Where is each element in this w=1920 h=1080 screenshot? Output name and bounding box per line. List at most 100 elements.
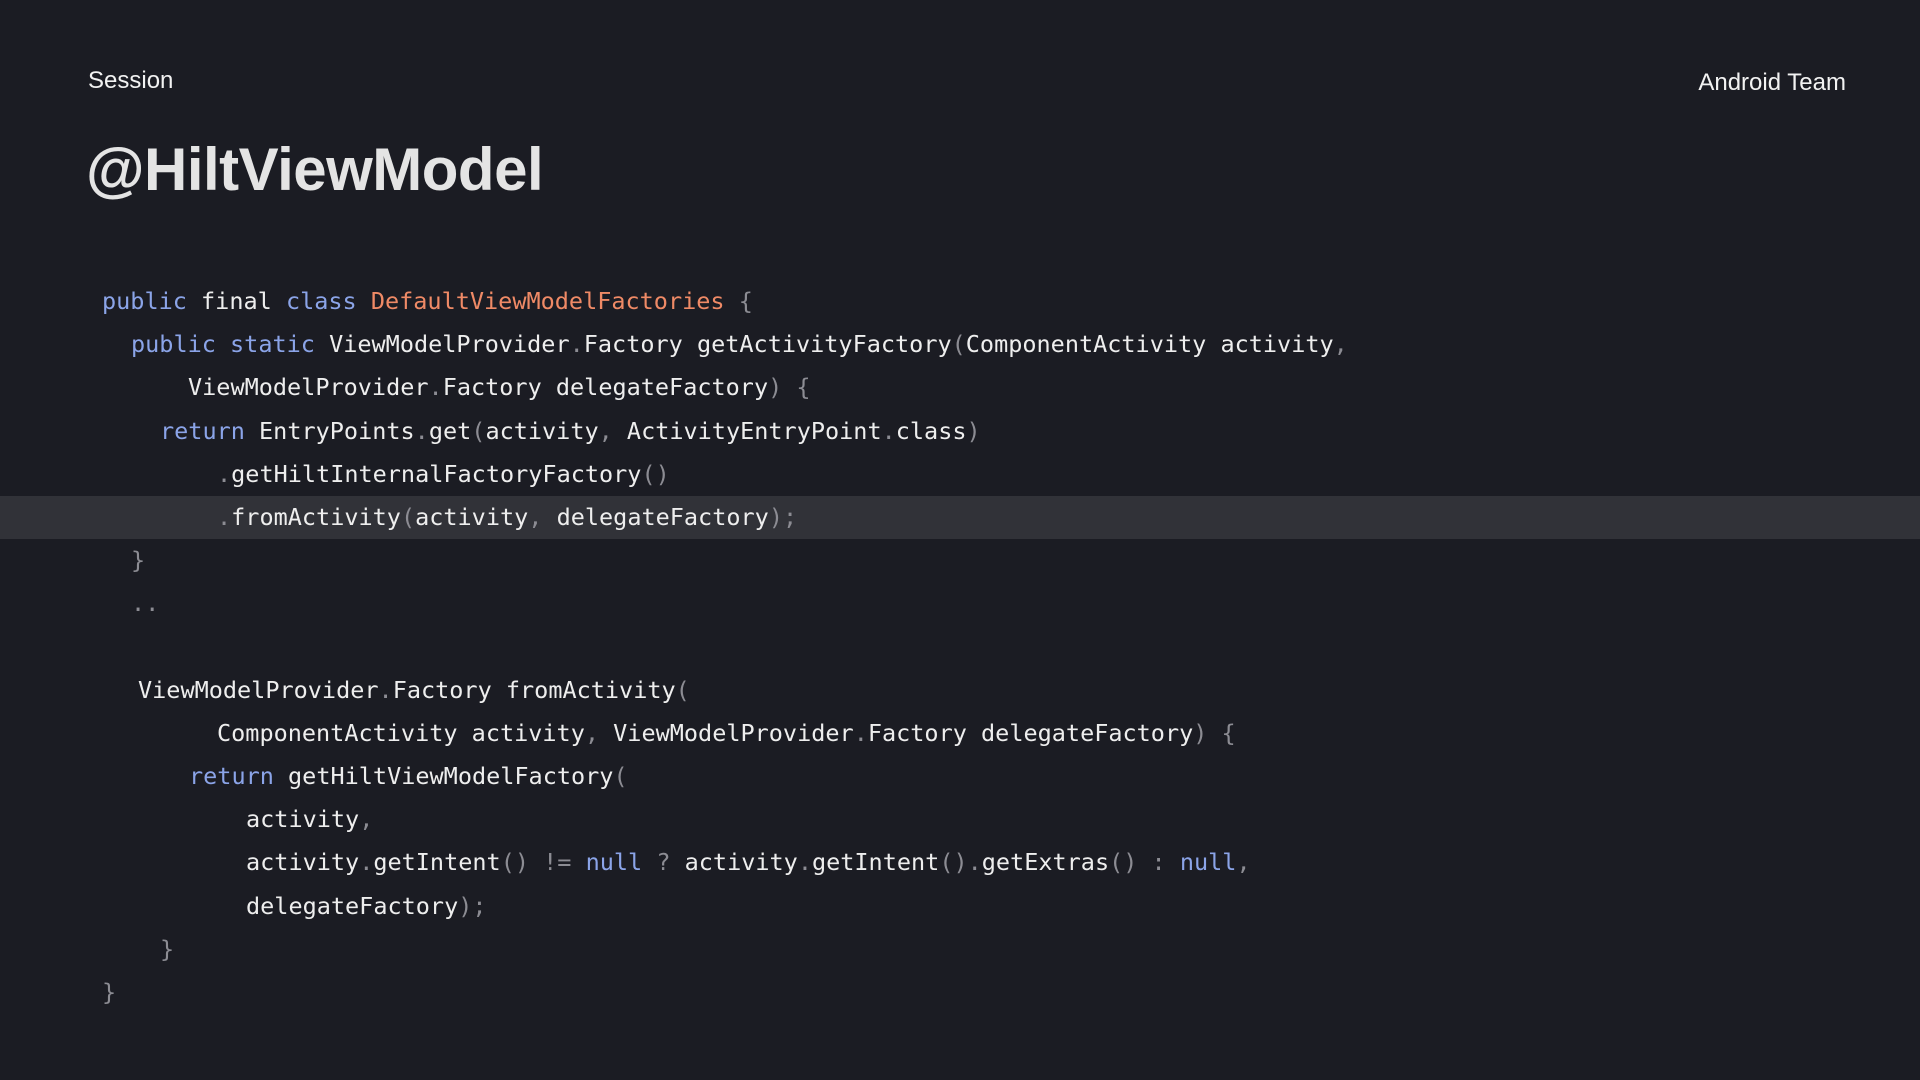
code-token: ,: [584, 718, 614, 747]
code-token: activity: [485, 416, 599, 445]
code-token: .: [378, 675, 393, 704]
code-token: ,: [1333, 330, 1348, 359]
code-token: .: [217, 459, 232, 488]
code-token: public: [102, 287, 187, 315]
code-token: delegateFactory: [556, 502, 769, 531]
code-token: ,: [1236, 848, 1251, 877]
code-token: public static: [131, 330, 315, 359]
code-token: ComponentActivity activity: [217, 718, 585, 747]
code-token: ().: [939, 848, 982, 877]
code-line: return getHiltViewModelFactory(: [0, 755, 1920, 798]
code-token: DefaultViewModelFactories: [370, 287, 725, 315]
code-token: ): [966, 416, 981, 445]
code-token: );: [768, 502, 798, 531]
code-line: public final class DefaultViewModelFacto…: [0, 280, 1920, 323]
code-token: ?: [642, 848, 685, 877]
code-token: ,: [359, 805, 374, 834]
code-token: ComponentActivity activity: [965, 330, 1334, 359]
code-token: ViewModelProvider: [188, 373, 429, 402]
code-token: get: [428, 416, 472, 445]
code-token: activity: [684, 848, 798, 877]
code-token: getIntent: [811, 848, 940, 877]
code-token: fromActivity: [231, 502, 401, 531]
code-token: () !=: [500, 848, 586, 877]
code-token: .: [217, 502, 232, 531]
code-line-text: delegateFactory);: [246, 885, 487, 928]
code-token: getIntent: [373, 848, 501, 877]
code-line: ..: [0, 582, 1920, 625]
code-token: return: [160, 416, 245, 445]
code-token: ,: [598, 416, 627, 445]
code-line-text: activity.getIntent() != null ? activity.…: [246, 841, 1251, 884]
code-token: (: [613, 762, 628, 791]
code-line-text: return EntryPoints.get(activity, Activit…: [160, 410, 981, 453]
code-token: ViewModelProvider: [138, 675, 379, 704]
code-line-text: ComponentActivity activity, ViewModelPro…: [217, 712, 1236, 755]
code-token: }: [160, 934, 175, 963]
code-token: (: [471, 416, 486, 445]
code-line: ViewModelProvider.Factory delegateFactor…: [0, 366, 1920, 409]
code-line-text: public final class DefaultViewModelFacto…: [102, 280, 753, 323]
highlighted-code-line: .fromActivity(activity, delegateFactory)…: [0, 495, 1920, 540]
code-token: getHiltViewModelFactory: [273, 762, 614, 791]
code-token: activity: [246, 848, 360, 877]
code-token: class: [895, 416, 967, 445]
code-line-text: }: [160, 928, 174, 971]
code-token: () :: [1109, 848, 1180, 877]
code-token: Factory getActivityFactory: [583, 330, 952, 359]
code-line: return EntryPoints.get(activity, Activit…: [0, 410, 1920, 453]
code-token: [357, 287, 371, 315]
code-token: }: [131, 546, 146, 575]
code-token: ) {: [1193, 718, 1236, 747]
slide-title: @HiltViewModel: [86, 136, 544, 203]
code-token: (: [400, 502, 416, 531]
code-line: .getHiltInternalFactoryFactory(): [0, 453, 1920, 496]
code-token: class: [285, 287, 357, 315]
code-token: Factory delegateFactory: [867, 718, 1194, 747]
code-token: ViewModelProvider: [314, 330, 570, 359]
code-token: ,: [528, 502, 557, 531]
code-line: ComponentActivity activity, ViewModelPro…: [0, 712, 1920, 755]
code-token: ..: [131, 589, 160, 618]
team-label: Android Team: [1698, 69, 1846, 96]
code-token: }: [102, 978, 117, 1006]
code-line-text: ViewModelProvider.Factory fromActivity(: [138, 669, 690, 712]
code-line-text: public static ViewModelProvider.Factory …: [131, 323, 1348, 366]
code-token: EntryPoints: [244, 416, 415, 445]
code-line: delegateFactory);: [0, 885, 1920, 928]
code-line-text: return getHiltViewModelFactory(: [189, 755, 628, 798]
code-line-text: ..: [131, 582, 159, 625]
code-token: Factory delegateFactory: [442, 373, 769, 402]
code-line: }: [0, 539, 1920, 582]
code-token: (): [641, 459, 670, 488]
code-token: activity: [415, 502, 529, 531]
code-token: ) {: [768, 373, 811, 402]
code-token: .: [853, 718, 868, 747]
code-token: activity: [246, 805, 360, 834]
code-token: final: [186, 287, 286, 315]
code-token: ActivityEntryPoint: [626, 416, 882, 445]
code-token: return: [189, 762, 274, 791]
code-line: activity.getIntent() != null ? activity.…: [0, 841, 1920, 884]
code-line: ViewModelProvider.Factory fromActivity(: [0, 669, 1920, 712]
code-token: null: [585, 848, 643, 877]
code-token: .: [797, 848, 812, 877]
code-line: activity,: [0, 798, 1920, 841]
code-token: delegateFactory: [246, 891, 459, 920]
session-label: Session: [88, 67, 174, 94]
code-token: ViewModelProvider: [613, 718, 854, 747]
code-line: [0, 626, 1920, 669]
code-line-text: }: [102, 971, 116, 1014]
code-line-text: ViewModelProvider.Factory delegateFactor…: [188, 366, 811, 409]
code-token: );: [458, 891, 487, 920]
code-line: }: [0, 971, 1920, 1014]
code-block: public final class DefaultViewModelFacto…: [0, 280, 1920, 1014]
code-line: }: [0, 928, 1920, 971]
code-token: .: [428, 373, 443, 402]
code-token: .: [569, 330, 584, 359]
code-line-text: activity,: [246, 798, 373, 841]
code-token: getExtras: [981, 848, 1110, 877]
code-token: (: [951, 330, 966, 359]
code-token: .: [359, 848, 374, 877]
